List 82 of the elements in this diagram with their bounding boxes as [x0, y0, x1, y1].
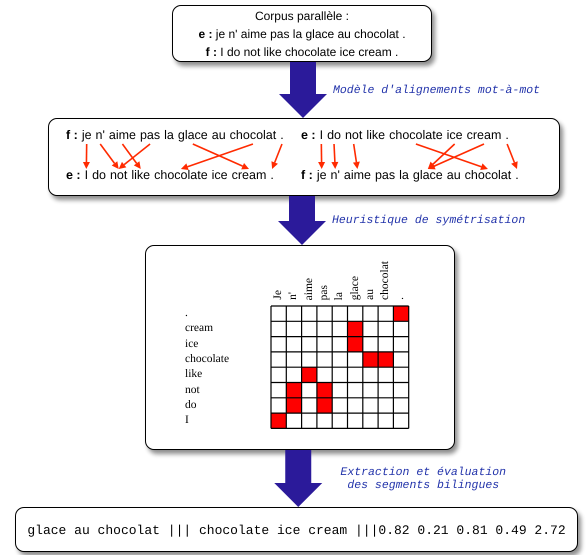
word: like — [131, 168, 150, 183]
column-word: au — [364, 289, 377, 300]
row-word: cream — [185, 322, 214, 336]
word: cream — [232, 168, 266, 183]
word: ice — [446, 128, 463, 143]
row-word: . — [185, 307, 188, 320]
word: cream — [466, 128, 502, 143]
word: aime — [344, 168, 371, 183]
alignment-arrow — [118, 143, 151, 169]
row-word: do — [185, 398, 196, 412]
column-word: chocolat — [379, 261, 392, 300]
word: . — [280, 128, 284, 143]
result-box — [15, 507, 578, 552]
word: au — [446, 168, 461, 183]
row-word: chocolate — [185, 352, 230, 366]
alignment-arrow — [180, 143, 254, 170]
word: ice — [212, 168, 228, 183]
word: je — [316, 168, 327, 183]
word: . — [270, 168, 274, 183]
alignment-arrow — [100, 144, 119, 169]
word: . — [505, 128, 509, 143]
language-tag: e : — [301, 128, 316, 143]
language-tag: f : — [66, 128, 78, 143]
alignment-arrow — [428, 143, 484, 170]
column-word: la — [333, 292, 346, 300]
word: chocolat — [230, 128, 276, 143]
word: pas — [140, 128, 160, 143]
word: n' — [96, 128, 105, 143]
word: I — [84, 168, 88, 183]
word: not — [110, 168, 128, 183]
edge-label: Heuristique de symétrisation — [332, 214, 526, 227]
alignment-arrow — [122, 144, 141, 169]
alignment-arrow — [428, 143, 456, 169]
alignment-arrow — [331, 144, 338, 169]
word: chocolate — [389, 128, 443, 143]
word: do — [92, 168, 106, 183]
column-word: pas — [318, 284, 331, 300]
sentence-text: glace au chocolat ||| chocolate ice cream |||0.82 0.21 0.81 0.49 2.72 — [27, 524, 566, 538]
language-tag: e : — [66, 168, 81, 183]
word: I — [320, 128, 324, 143]
alignment-arrow — [352, 144, 360, 169]
column-word: aime — [302, 278, 316, 300]
word: chocolat — [464, 168, 512, 183]
row-word: not — [185, 384, 200, 396]
alignment-box — [48, 118, 560, 196]
column-word: n' — [287, 292, 300, 300]
sentence-text: e : je n' aime pas la glace au chocolat . — [198, 26, 406, 40]
block-arrow — [279, 62, 327, 118]
word: like — [366, 128, 386, 143]
alignment-arrow — [318, 144, 326, 169]
column-word: glace — [348, 276, 362, 300]
corpus-box — [172, 5, 432, 62]
word: . — [515, 168, 519, 183]
sentence-text: f : I do not like chocolate ice cream . — [206, 44, 398, 58]
word: chocolate — [154, 168, 208, 183]
word: au — [212, 128, 226, 143]
word: pas — [374, 168, 396, 183]
alignment-arrow — [192, 143, 249, 170]
alignment-arrow — [271, 144, 283, 169]
edge-label: Modèle d'alignements mot-à-mot — [333, 84, 540, 96]
row-word: ice — [185, 338, 198, 351]
word: n' — [330, 168, 340, 183]
alignment-arrow — [416, 143, 488, 170]
word: je — [82, 128, 92, 143]
word: do — [327, 128, 341, 143]
word: la — [164, 128, 174, 143]
block-arrow — [274, 450, 322, 507]
matrix-box — [145, 245, 455, 450]
row-word: like — [185, 368, 202, 382]
column-word: . — [394, 297, 408, 300]
language-tag: f : — [301, 168, 313, 183]
box-heading: Corpus parallèle : — [254, 8, 350, 22]
column-word: Je — [272, 290, 285, 300]
alignment-arrow — [506, 144, 518, 169]
word: la — [399, 168, 409, 183]
alignment-arrow — [82, 144, 90, 169]
word: aime — [108, 128, 136, 143]
row-word: I — [185, 414, 189, 428]
word: glace — [178, 128, 208, 143]
word: not — [344, 128, 362, 143]
word: glace — [412, 168, 443, 183]
block-arrow — [278, 196, 326, 245]
